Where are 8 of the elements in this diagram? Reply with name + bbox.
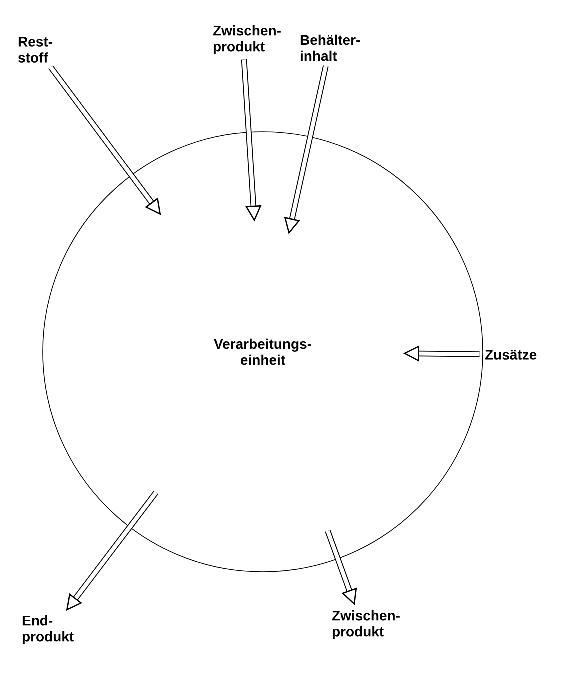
flow-label: Zwischen-produkt bbox=[213, 25, 281, 55]
flow-label: Rest-stoff bbox=[18, 37, 52, 63]
flow-label: Zusätze bbox=[485, 350, 537, 360]
flow-label: Zwischen-produkt bbox=[332, 610, 400, 640]
flow-label: Behälter-inhalt bbox=[300, 34, 360, 62]
flow-label: End-produkt bbox=[22, 615, 74, 645]
circle-label: Verarbeitungs-einheit bbox=[214, 338, 312, 366]
process-circle bbox=[42, 132, 484, 572]
